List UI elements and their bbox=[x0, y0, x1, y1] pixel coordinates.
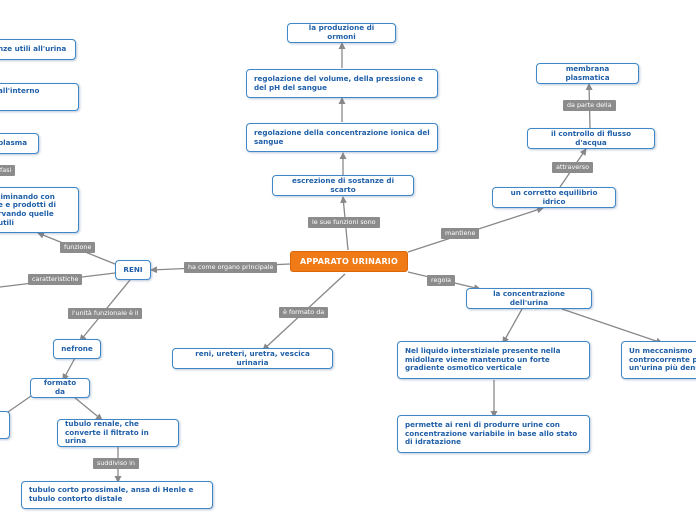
label-fasi: fasi bbox=[0, 165, 16, 176]
node-controllo-flusso[interactable]: il controllo di flusso d'acqua bbox=[527, 128, 655, 149]
label-unita-funzionale: l'unità funzionale è il bbox=[68, 308, 143, 319]
connector-nefrone-formato bbox=[62, 357, 76, 381]
node-escrezione[interactable]: escrezione di sostanze di scarto bbox=[272, 175, 414, 196]
label-mantiene: mantiene bbox=[441, 228, 480, 239]
node-plasma[interactable]: plasma bbox=[0, 133, 39, 154]
node-formato-da[interactable]: formato da bbox=[30, 378, 90, 398]
node-regolazione-volume[interactable]: regolazione del volume, della pressione … bbox=[246, 69, 438, 98]
label-funzione: funzione bbox=[60, 242, 96, 253]
label-caratteristiche: caratteristiche bbox=[28, 274, 83, 285]
node-reni[interactable]: RENI bbox=[115, 260, 151, 280]
label-organo-principale: ha come organo principale bbox=[184, 262, 278, 273]
connector-formato-tubulo bbox=[73, 396, 103, 421]
label-regola: regola bbox=[427, 275, 456, 286]
node-organi[interactable]: reni, ureteri, uretra, vescica urinaria bbox=[172, 348, 333, 369]
node-membrana-plasmatica[interactable]: membrana plasmatica bbox=[536, 63, 639, 84]
node-tubulo-renale[interactable]: tubulo renale, che converte il filtrato … bbox=[57, 419, 179, 447]
label-da-parte-della: da parte della bbox=[563, 100, 616, 111]
node-liquido-interstiziale[interactable]: Nel liquido interstiziale presente nella… bbox=[397, 341, 590, 379]
node-equilibrio-idrico[interactable]: un corretto equilibrio idrico bbox=[492, 187, 616, 208]
label-formato-da: è formato da bbox=[279, 307, 329, 318]
connector-concentrazione-liquido bbox=[502, 308, 523, 344]
node-concentrazione-urina[interactable]: la concentrazione dell'urina bbox=[466, 288, 592, 309]
node-sostanze-utili[interactable]: nze utili all'urina bbox=[0, 39, 76, 60]
label-suddiviso-in: suddiviso in bbox=[93, 458, 139, 469]
node-eliminando[interactable]: liminando con e e prodotti di rvando que… bbox=[0, 187, 79, 233]
label-funzioni: le sue funzioni sono bbox=[308, 217, 380, 228]
node-produzione-ormoni[interactable]: la produzione di ormoni bbox=[287, 23, 396, 43]
node-tubulo-corto[interactable]: tubulo corto prossimale, ansa di Henle e… bbox=[21, 481, 213, 509]
node-permette[interactable]: permette ai reni di produrre urine con c… bbox=[397, 415, 590, 453]
node-nefrone[interactable]: nefrone bbox=[53, 339, 101, 359]
root-node[interactable]: APPARATO URINARIO bbox=[290, 251, 408, 272]
label-attraverso: attraverso bbox=[552, 162, 594, 173]
connector-concentrazione-meccanismo bbox=[561, 308, 663, 345]
node-interno[interactable]: all'interno bbox=[0, 83, 79, 111]
node-left-cut[interactable] bbox=[0, 411, 10, 439]
node-meccanismo[interactable]: Un meccanismo controcorrente p un'urina … bbox=[621, 341, 696, 379]
node-regolazione-concentrazione[interactable]: regolazione della concentrazione ionica … bbox=[246, 123, 438, 152]
connector-formato-left bbox=[7, 395, 32, 413]
